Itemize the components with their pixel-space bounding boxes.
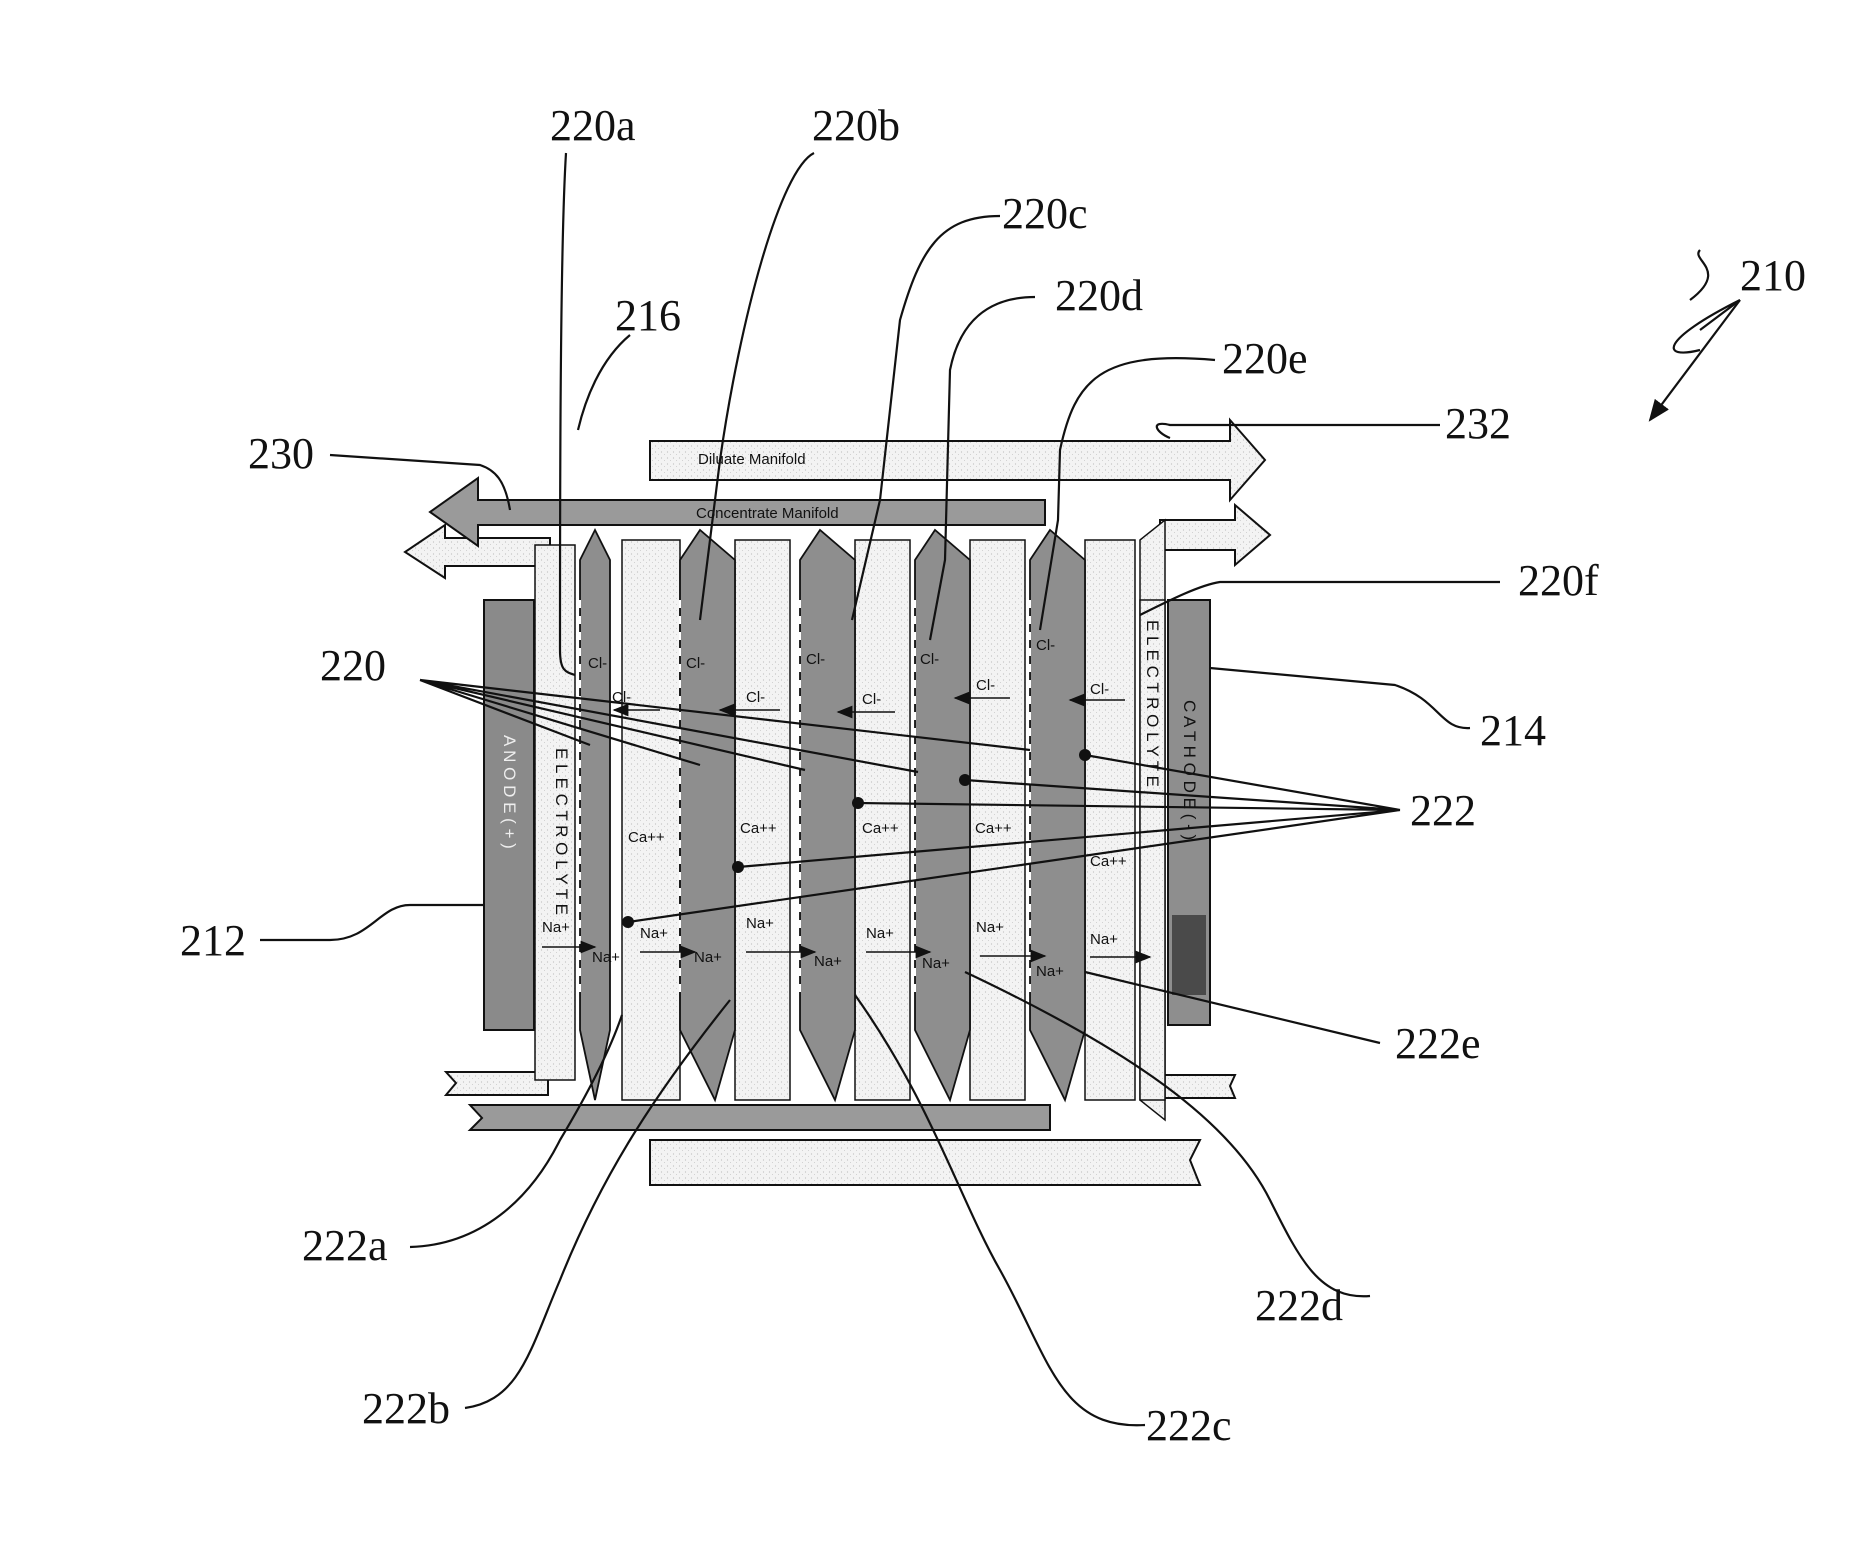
ref-220b: 220b bbox=[812, 101, 900, 150]
ion-ca-5: Ca++ bbox=[1090, 853, 1127, 870]
anode: A N O D E ( + ) bbox=[484, 600, 534, 1030]
ref-232: 232 bbox=[1445, 399, 1511, 448]
ion-cl-9: Cl- bbox=[1036, 637, 1055, 654]
membrane-222d bbox=[915, 530, 970, 1100]
concentrate-bottom-manifold bbox=[470, 1105, 1050, 1130]
ref-222c: 222c bbox=[1146, 1401, 1232, 1450]
membrane-222c bbox=[800, 530, 855, 1100]
ion-cl-7: Cl- bbox=[920, 651, 939, 668]
ion-cl-3: Cl- bbox=[686, 655, 705, 672]
ion-ca-3: Ca++ bbox=[862, 820, 899, 837]
ion-ca-1: Ca++ bbox=[628, 829, 665, 846]
ion-na-3: Na+ bbox=[746, 915, 774, 932]
ion-na-5: Na+ bbox=[976, 919, 1004, 936]
diluate-inlet-arrow bbox=[446, 1072, 548, 1095]
cathode: C A T H O D E ( - ) bbox=[1168, 600, 1210, 1025]
ref-220e: 220e bbox=[1222, 334, 1308, 383]
ref-222: 222 bbox=[1410, 786, 1476, 835]
ref-212: 212 bbox=[180, 916, 246, 965]
ion-cl-6: Cl- bbox=[862, 691, 881, 708]
ion-na-7: Na+ bbox=[592, 949, 620, 966]
ion-na-10: Na+ bbox=[922, 955, 950, 972]
ion-na-9: Na+ bbox=[814, 953, 842, 970]
membrane-222e bbox=[1030, 530, 1085, 1100]
ion-na-8: Na+ bbox=[694, 949, 722, 966]
membrane-222a bbox=[580, 530, 610, 1100]
ion-ca-2: Ca++ bbox=[740, 820, 777, 837]
ion-cl-4: Cl- bbox=[746, 689, 765, 706]
ref-216: 216 bbox=[615, 291, 681, 340]
concentrate-manifold-label: Concentrate Manifold bbox=[696, 505, 839, 522]
ref-220f: 220f bbox=[1518, 556, 1599, 605]
concentrate-manifold: Concentrate Manifold bbox=[430, 478, 1045, 546]
ref-220d: 220d bbox=[1055, 271, 1143, 320]
membrane-222b bbox=[680, 530, 735, 1100]
cathode-deposit bbox=[1172, 915, 1206, 995]
diluate-bottom-manifold bbox=[650, 1140, 1200, 1185]
ion-na-1: Na+ bbox=[542, 919, 570, 936]
cathode-label: C A T H O D E ( - ) bbox=[1180, 700, 1199, 840]
ion-na-11: Na+ bbox=[1036, 963, 1064, 980]
ref-220a: 220a bbox=[550, 101, 636, 150]
anode-electrolyte-compartment: E L E C T R O L Y T E bbox=[535, 545, 575, 1080]
cathode-electrolyte-label: E L E C T R O L Y T E bbox=[1143, 620, 1162, 787]
ref-222e: 222e bbox=[1395, 1019, 1481, 1068]
ref-230: 230 bbox=[248, 429, 314, 478]
ion-na-2: Na+ bbox=[640, 925, 668, 942]
diluate-manifold-label: Diluate Manifold bbox=[698, 451, 806, 468]
ion-cl-1: Cl- bbox=[588, 655, 607, 672]
diluate-manifold: Diluate Manifold bbox=[650, 420, 1265, 500]
ion-cl-8: Cl- bbox=[976, 677, 995, 694]
ion-ca-4: Ca++ bbox=[975, 820, 1012, 837]
ref-220c: 220c bbox=[1002, 189, 1088, 238]
ion-na-6: Na+ bbox=[1090, 931, 1118, 948]
ref-222d: 222d bbox=[1255, 1281, 1343, 1330]
ref-222b: 222b bbox=[362, 1384, 450, 1433]
ref-222a: 222a bbox=[302, 1221, 388, 1270]
cathode-electrolyte-label-group: E L E C T R O L Y T E bbox=[1143, 620, 1162, 787]
ref-214: 214 bbox=[1480, 706, 1546, 755]
anode-electrolyte-label: E L E C T R O L Y T E bbox=[552, 748, 571, 915]
ion-cl-10: Cl- bbox=[1090, 681, 1109, 698]
ion-na-4: Na+ bbox=[866, 925, 894, 942]
anode-label: A N O D E ( + ) bbox=[500, 735, 519, 849]
ion-cl-5: Cl- bbox=[806, 651, 825, 668]
ref-220: 220 bbox=[320, 641, 386, 690]
ref-210: 210 bbox=[1740, 251, 1806, 300]
